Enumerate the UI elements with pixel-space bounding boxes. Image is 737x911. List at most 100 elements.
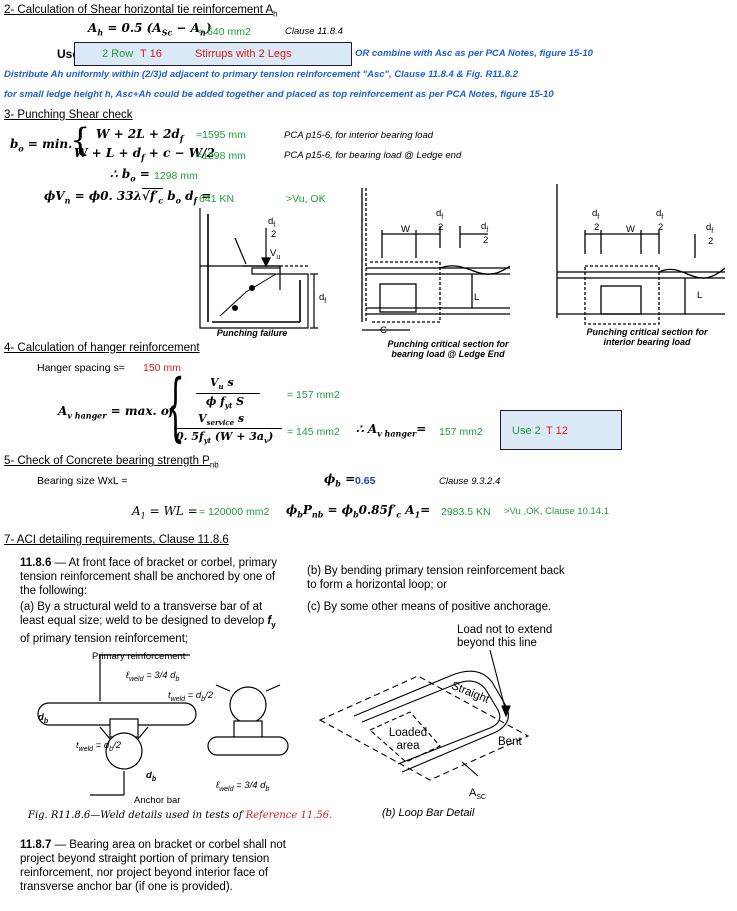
bo-line1-value: =1595 mm: [196, 129, 246, 141]
failure-two: 2: [271, 229, 277, 240]
ledge-l: L: [474, 292, 480, 303]
sec3-title: 3- Punching Shear check: [4, 109, 133, 121]
loop-asc-label: ASC: [469, 787, 487, 802]
weld-lw-right: ℓweld = 3/4 db: [216, 780, 270, 793]
bo-line2-ref: PCA p15-6, for bearing load @ Ledge end: [284, 150, 462, 161]
ledge-df-right: df: [481, 221, 489, 234]
phivn-ok: >Vu, OK: [286, 193, 326, 205]
hanger-use: Use 2: [512, 425, 541, 437]
interior-df-right: df: [706, 222, 714, 235]
ledge-end-figure: [361, 188, 511, 331]
failure-df-side: df: [319, 292, 327, 305]
sec2-title: 2- Calculation of Shear horizontal tie r…: [4, 4, 278, 19]
phivn-equation: ϕVn = ϕ0. 33λ√f′c bo df =: [44, 188, 212, 206]
spacing-label: Hanger spacing s=: [37, 362, 125, 374]
interior-two-mid: 2: [658, 222, 664, 233]
bo-line1: W + 2L + 2df: [96, 127, 184, 144]
use-rows: 2 Row: [102, 48, 134, 60]
f1-numerator: Vu s: [210, 376, 234, 392]
bo-line1-ref: PCA p15-6, for interior bearing load: [284, 130, 434, 141]
loop-note: Load not to extend beyond this line: [457, 624, 553, 649]
f1-value: = 157 mm2: [287, 389, 340, 401]
weld-tw-top: tweld = db/2: [168, 690, 214, 703]
phib-clause: Clause 9.3.2.4: [439, 476, 501, 487]
bo-result-value: 1298 mm: [154, 170, 198, 182]
spacing-value: 150 mm: [143, 362, 181, 374]
weld-tw-left: tweld = db/2: [76, 740, 122, 753]
interior-two-left: 2: [594, 222, 600, 233]
distribute-note: Distribute Ah uniformly within (2/3)d ad…: [4, 69, 519, 80]
ah-value: = 640 mm2: [198, 26, 251, 38]
phib-value: 0.65: [355, 475, 376, 487]
failure-vu: Vu: [270, 248, 281, 261]
ledge-caption: Punching critical section for bearing lo…: [387, 339, 509, 359]
brace-av: {: [166, 364, 185, 450]
ah-clause: Clause 11.8.4: [285, 26, 343, 37]
hanger-bar: T 12: [546, 425, 568, 437]
ah-equation: Ah = 0.5 (ASc − An): [88, 21, 212, 38]
use-stirrups: Stirrups with 2 Legs: [195, 48, 292, 60]
a1-value: = 120000 mm2: [199, 506, 270, 518]
ledge-note: for small ledge height h, Asc+Ah could b…: [4, 89, 554, 100]
phib-label: ϕb =: [324, 472, 356, 489]
interior-df-mid: df: [656, 208, 664, 221]
interior-w: W: [626, 224, 635, 235]
loop-loaded-label: Loaded area: [388, 727, 428, 752]
weld-caption: Fig. R11.8.6—Weld details used in tests …: [28, 810, 333, 821]
failure-caption: Punching failure: [216, 328, 288, 338]
av-label: Av hanger = max. of: [58, 404, 175, 421]
sec4-title: 4- Calculation of hanger reinforcement: [4, 342, 200, 354]
or-note: OR combine with Asc as per PCA Notes, fi…: [355, 48, 593, 59]
bearing-label: Bearing size WxL =: [37, 475, 128, 487]
av-result-value: 157 mm2: [439, 426, 483, 438]
f2-denominator: 0. 5fyt (W + 3av): [176, 430, 274, 446]
f2-numerator: Vservice s: [198, 412, 245, 428]
bo-label: bo = min.: [10, 137, 73, 154]
bo-line2-value: =1298 mm: [196, 150, 246, 162]
pnb-value: 2983.5 KN: [441, 506, 491, 518]
ledge-two-right: 2: [483, 235, 489, 246]
clause-1187: 11.8.7 — Bearing area on bracket or corb…: [20, 839, 286, 893]
ledge-w: W: [401, 224, 410, 235]
weld-detail-figure: [37, 654, 289, 796]
weld-db-bottom: db: [146, 770, 157, 783]
clause-1186-c: (c) By some other means of positive anch…: [307, 601, 552, 613]
weld-primary-label: Primary reinforcement: [92, 651, 186, 662]
use-label: Use: [57, 47, 80, 61]
ledge-df: df: [436, 208, 444, 221]
phivn-value: 641 KN: [199, 193, 235, 205]
loop-bar-figure: [318, 649, 530, 781]
use-box-ah: [74, 42, 352, 66]
f1-fraction-bar: [196, 393, 260, 394]
f2-value: = 145 mm2: [287, 426, 340, 438]
failure-df: df: [268, 216, 276, 229]
interior-caption: Punching critical section for interior b…: [586, 327, 708, 347]
sec5-title: 5- Check of Concrete bearing strength Pn…: [4, 455, 219, 470]
pnb-ok: >Vu ,OK, Clause 10.14.1: [504, 506, 610, 517]
ledge-c: C: [380, 325, 387, 336]
interior-l: L: [697, 290, 703, 301]
use-box-hanger: [500, 410, 622, 450]
use-bar: T 16: [140, 48, 162, 60]
av-result-label: ∴ Av hanger=: [356, 422, 427, 439]
loop-bent-label: Bent: [498, 736, 522, 748]
a1-label: A1 = WL =: [132, 504, 198, 521]
pnb-equation: ϕbPnb = ϕb0.85f′c A1=: [286, 503, 431, 520]
interior-two-right: 2: [708, 236, 714, 247]
interior-df-left: df: [592, 208, 600, 221]
clause-1186-a: (a) By a structural weld to a transverse…: [20, 601, 276, 646]
brace-bo: {: [70, 121, 91, 159]
sec7-title: 7- ACI detailing requirements, Clause 11…: [4, 534, 229, 546]
loop-caption: (b) Loop Bar Detail: [382, 807, 475, 819]
clause-1186-b: (b) By bending primary tension reinforce…: [307, 565, 565, 591]
weld-anchor-label: Anchor bar: [134, 795, 181, 806]
f1-denominator: ϕ fyt S: [206, 395, 245, 411]
clause-1186: 11.8.6 — At front face of bracket or cor…: [20, 557, 277, 597]
interior-figure: [556, 184, 726, 325]
bo-result: ∴ bo =: [110, 167, 150, 184]
weld-db-left: db: [38, 712, 49, 725]
weld-lw-top: ℓweld = 3/4 db: [126, 670, 180, 683]
punching-failure-figure: [199, 208, 318, 329]
f2-fraction-bar: [174, 428, 282, 429]
ledge-two: 2: [438, 222, 444, 233]
